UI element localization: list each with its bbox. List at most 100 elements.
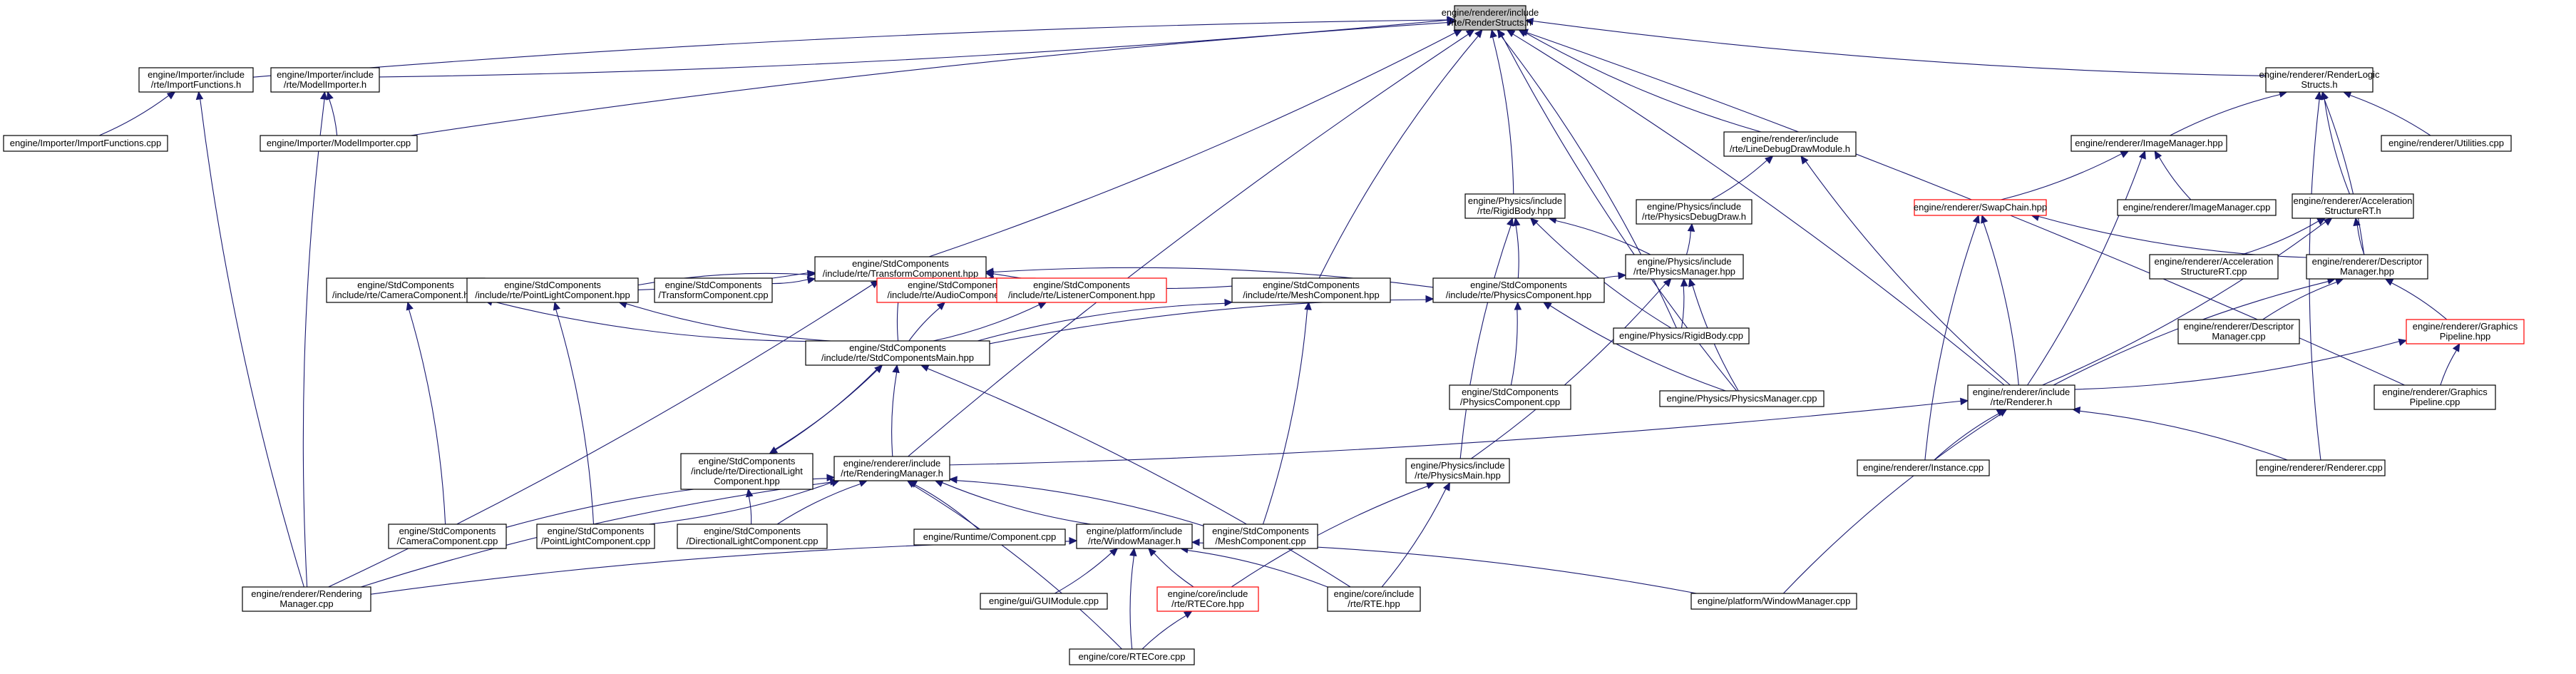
graph-node-dirlightcpp[interactable]: engine/StdComponents/DirectionalLightCom… [677, 524, 828, 549]
dependency-edge [618, 300, 831, 342]
dependency-edge [1542, 302, 1726, 392]
graph-node-transformcpp[interactable]: engine/StdComponents/TransformComponent.… [654, 277, 773, 303]
graph-node-transformhpp[interactable]: engine/StdComponents/include/rte/Transfo… [814, 256, 987, 282]
graph-node-physicscomphpp[interactable]: engine/StdComponents/include/rte/Physics… [1432, 277, 1605, 303]
graph-node-windowmgrcpp[interactable]: engine/platform/WindowManager.cpp [1690, 593, 1857, 610]
edge-arrowhead [1524, 17, 1534, 26]
edge-arrowhead [1529, 218, 1539, 227]
dependency-edge [2262, 277, 2344, 320]
graph-node-camerahpp[interactable]: engine/StdComponents/include/rte/CameraC… [326, 277, 486, 303]
graph-node-utilitiescpp[interactable]: engine/renderer/Utilities.cpp [2381, 135, 2512, 152]
dependency-edge [1506, 29, 2005, 386]
dependency-edge [1680, 277, 1688, 329]
node-label: engine/renderer/include [843, 458, 941, 469]
graph-node-modelimph[interactable]: engine/Importer/include/rte/ModelImporte… [270, 67, 380, 93]
edge-arrowhead [1465, 29, 1475, 38]
graph-node-modelimpcpp[interactable]: engine/Importer/ModelImporter.cpp [260, 135, 418, 152]
graph-node-rtecoreh[interactable]: engine/core/include/rte/RTECore.hpp [1156, 586, 1259, 612]
graph-node-guimodule[interactable]: engine/gui/GUIModule.cpp [980, 593, 1108, 610]
edge-line [370, 541, 1070, 595]
node-label: engine/StdComponents [1212, 526, 1309, 536]
graph-node-physmgrcpp[interactable]: engine/Physics/PhysicsManager.cpp [1659, 390, 1825, 407]
edge-line [2074, 341, 2400, 390]
edge-line [409, 309, 446, 525]
node-label: engine/renderer/include [1442, 7, 1539, 18]
node-label: /PhysicsComponent.cpp [1460, 397, 1560, 407]
dependency-edge [1459, 217, 1514, 459]
dependency-edge [1148, 548, 1194, 588]
edge-arrowhead [1542, 302, 1552, 310]
edge-line [949, 400, 1961, 466]
graph-node-physmainhpp[interactable]: engine/Physics/include/rte/PhysicsMain.h… [1405, 458, 1510, 484]
graph-node-stdmainhpp[interactable]: engine/StdComponents/include/rte/StdComp… [805, 340, 990, 366]
edge-arrowhead [806, 276, 816, 284]
graph-node-instancecpp[interactable]: engine/renderer/Instance.cpp [1857, 459, 1990, 476]
graph-node-importfcpp[interactable]: engine/Importer/ImportFunctions.cpp [3, 135, 168, 152]
graph-node-rendererh[interactable]: engine/renderer/include/rte/Renderer.h [1967, 384, 2075, 410]
edge-line [989, 299, 1427, 344]
graph-node-pointlighthpp[interactable]: engine/StdComponents/include/rte/PointLi… [466, 277, 639, 303]
edge-arrowhead [1998, 409, 2008, 417]
graph-node-swapchainhpp[interactable]: engine/renderer/SwapChain.hpp [1914, 199, 2047, 216]
node-label: engine/Physics/include [1468, 195, 1562, 206]
edge-arrowhead [406, 301, 414, 311]
graph-node-renderingmgrh[interactable]: engine/renderer/include/rte/RenderingMan… [833, 456, 950, 481]
edge-arrowhead [1037, 302, 1047, 310]
node-box [2374, 384, 2496, 410]
dependency-edge [2353, 217, 2365, 255]
graph-node-linedebugh[interactable]: engine/renderer/include/rte/LineDebugDra… [1723, 131, 1857, 157]
graph-node-dirlighthpp[interactable]: engine/StdComponents/include/rte/Directi… [680, 453, 814, 490]
node-label: engine/renderer/Acceleration [2294, 195, 2413, 206]
node-label: engine/Physics/include [1637, 256, 1731, 267]
graph-node-accelrtcpp[interactable]: engine/renderer/AccelerationStructureRT.… [2149, 254, 2279, 280]
node-box [1076, 524, 1193, 549]
graph-node-cameracpp[interactable]: engine/StdComponents/CameraComponent.cpp [388, 524, 507, 549]
graph-node-renderercpp[interactable]: engine/renderer/Renderer.cpp [2256, 459, 2386, 476]
graph-node-renderingmgrcpp[interactable]: engine/renderer/RenderingManager.cpp [242, 586, 371, 612]
graph-node-listenerhpp[interactable]: engine/StdComponents/include/rte/Listene… [996, 277, 1167, 303]
graph-node-pointlightcpp[interactable]: engine/StdComponents/PointLightComponent… [536, 524, 655, 549]
edge-line [769, 369, 877, 454]
graph-node-meshcpp[interactable]: engine/StdComponents/MeshComponent.cpp [1203, 524, 1318, 549]
node-box [2265, 67, 2374, 93]
node-box [2149, 254, 2279, 280]
graph-node-physcompcpp[interactable]: engine/StdComponents/PhysicsComponent.cp… [1449, 384, 1571, 410]
graph-node-rtehpp[interactable]: engine/core/include/rte/RTE.hpp [1327, 586, 1421, 612]
node-label: engine/renderer/include [1741, 133, 1839, 144]
edge-arrowhead [1129, 547, 1137, 557]
node-label: /rte/RigidBody.hpp [1477, 205, 1553, 216]
graph-node-imagemgrcpp[interactable]: engine/renderer/ImageManager.cpp [2117, 199, 2277, 216]
node-label: engine/StdComponents [852, 258, 949, 269]
edge-line [771, 279, 809, 285]
graph-node-accelrth[interactable]: engine/renderer/AccelerationStructureRT.… [2292, 193, 2414, 219]
dependency-edge [252, 16, 1456, 78]
graph-node-rigidbodycpp[interactable]: engine/Physics/RigidBody.cpp [1613, 327, 1750, 344]
node-label: /rte/WindowManager.h [1088, 536, 1181, 546]
graph-node-importfh[interactable]: engine/Importer/include/rte/ImportFuncti… [138, 67, 254, 93]
edge-line [555, 309, 595, 525]
graph-node-root[interactable]: engine/renderer/include/rte/RenderStruct… [1442, 5, 1539, 31]
graph-node-rtecorecpp[interactable]: engine/core/RTECore.cpp [1069, 648, 1195, 665]
edge-arrowhead [985, 267, 994, 275]
node-box [536, 524, 655, 549]
graph-node-windowmgrh[interactable]: engine/platform/include/rte/WindowManage… [1076, 524, 1193, 549]
dependency-edge [771, 276, 816, 285]
graph-node-meshhpp[interactable]: engine/StdComponents/include/rte/MeshCom… [1231, 277, 1391, 303]
node-label: /include/rte/AudioComponent.hpp [888, 290, 1025, 300]
dependency-edge [2384, 278, 2448, 320]
node-label: Structs.h [2301, 79, 2337, 90]
edge-arrowhead [906, 480, 916, 488]
graph-node-physmgrhpp[interactable]: engine/Physics/include/rte/PhysicsManage… [1625, 254, 1744, 280]
graph-node-rigidbodyhpp[interactable]: engine/Physics/include/rte/RigidBody.hpp [1464, 193, 1566, 219]
graph-node-runtimecomp[interactable]: engine/Runtime/Component.cpp [913, 529, 1066, 546]
edge-line [927, 368, 1351, 588]
node-label: engine/platform/WindowManager.cpp [1698, 596, 1851, 606]
node-label: Manager.cpp [279, 598, 333, 609]
graph-node-imagemgrhpp[interactable]: engine/renderer/ImageManager.hpp [2070, 135, 2227, 152]
graph-node-physdebugh[interactable]: engine/Physics/include/rte/PhysicsDebugD… [1636, 199, 1753, 225]
